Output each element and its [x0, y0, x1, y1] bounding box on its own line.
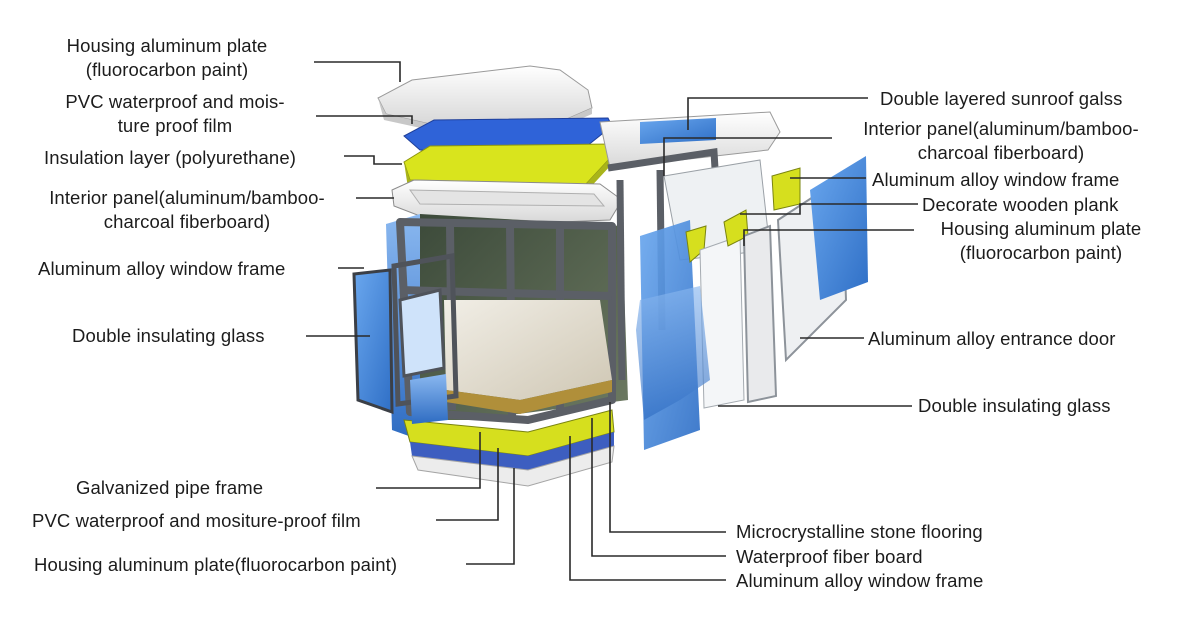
roof-interior-panel [391, 179, 623, 223]
leader-housing-plate-top [314, 61, 401, 82]
label-window-frame-bottom: Aluminum alloy window frame [736, 570, 984, 591]
leader-sunroof-glass [687, 97, 868, 130]
label-housing-plate-right: Housing aluminum plate (fluorocarbon pai… [940, 218, 1142, 263]
label-interior-panel-left: Interior panel(aluminum/bamboo- charcoal… [49, 187, 325, 232]
label-window-frame-left: Aluminum alloy window frame [38, 258, 286, 279]
leader-interior-panel-right [663, 137, 832, 176]
leader-pvc-film-top [316, 115, 413, 124]
label-window-frame-right-top: Aluminum alloy window frame [872, 169, 1120, 190]
leader-insulation-layer [344, 155, 402, 165]
leader-stone-flooring [609, 402, 726, 533]
label-insulation-layer: Insulation layer (polyurethane) [44, 147, 296, 168]
label-insulating-glass-left: Double insulating glass [72, 325, 265, 346]
label-pvc-film-bottom: PVC waterproof and mositure-proof film [32, 510, 361, 531]
label-pvc-film-top: PVC waterproof and mois- ture proof film [65, 91, 285, 136]
right-panels-assembly [636, 156, 868, 450]
leader-galvanized-frame [376, 432, 481, 489]
label-stone-flooring: Microcrystalline stone flooring [736, 521, 983, 542]
leader-lines [306, 61, 918, 581]
label-wooden-plank: Decorate wooden plank [922, 194, 1119, 215]
leader-pvc-film-bottom [436, 448, 499, 521]
label-entrance-door: Aluminum alloy entrance door [868, 328, 1116, 349]
leader-window-frame-bottom [569, 436, 726, 581]
label-housing-plate-top: Housing aluminum plate (fluorocarbon pai… [66, 35, 268, 80]
label-insulating-glass-right: Double insulating glass [918, 395, 1111, 416]
label-housing-plate-bottom: Housing aluminum plate(fluorocarbon pain… [34, 554, 398, 575]
label-interior-panel-right: Interior panel(aluminum/bamboo- charcoal… [863, 118, 1139, 163]
label-sunroof-glass: Double layered sunroof galss [880, 88, 1123, 109]
label-galvanized-frame: Galvanized pipe frame [76, 477, 264, 498]
leader-wooden-plank [740, 203, 918, 215]
leader-housing-plate-right [743, 229, 914, 246]
label-fiber-board: Waterproof fiber board [736, 546, 923, 567]
leader-fiber-board [591, 418, 726, 557]
left-window-assembly [352, 253, 459, 424]
leader-housing-plate-bottom [466, 468, 515, 565]
